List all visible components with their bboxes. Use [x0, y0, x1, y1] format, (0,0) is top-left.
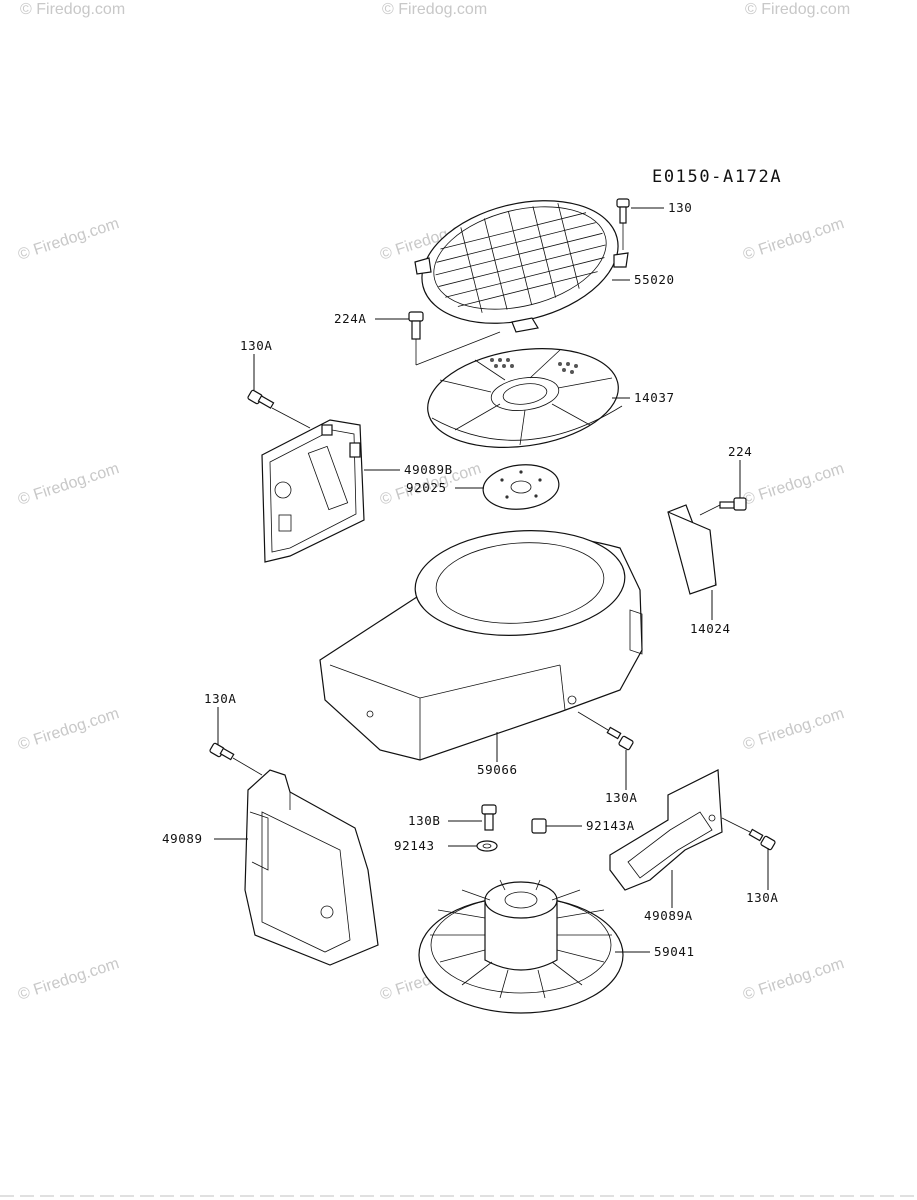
- label-14024: 14024: [690, 621, 731, 636]
- label-49089b: 49089B: [404, 462, 453, 477]
- label-130a-mid: 130A: [605, 790, 638, 805]
- label-130a-right: 130A: [746, 890, 779, 905]
- watermark: © Firedog.com: [741, 460, 846, 509]
- bolt-130a-mid-illustration: [577, 711, 634, 751]
- watermark: © Firedog.com: [20, 1, 125, 18]
- plate-92025-illustration: [482, 464, 560, 510]
- label-224a: 224A: [334, 311, 367, 326]
- watermark: © Firedog.com: [16, 460, 121, 509]
- label-92143a: 92143A: [586, 818, 635, 833]
- label-224: 224: [728, 444, 752, 459]
- label-92025: 92025: [406, 480, 447, 495]
- watermark: © Firedog.com: [16, 705, 121, 754]
- label-130b: 130B: [408, 813, 441, 828]
- bolt-130a-right-illustration: [721, 817, 776, 851]
- cover-49089a-illustration: [609, 769, 723, 891]
- label-55020: 55020: [634, 272, 675, 287]
- label-59066: 59066: [477, 762, 518, 777]
- screen-55020-illustration: [414, 200, 629, 333]
- bolt-130-illustration: [616, 198, 630, 250]
- label-130a-top: 130A: [240, 338, 273, 353]
- watermark: © Firedog.com: [16, 215, 121, 264]
- watermark: © Firedog.com: [745, 1, 850, 18]
- hardware-center-illustration: [476, 804, 547, 852]
- watermark: © Firedog.com: [741, 215, 846, 264]
- part-labels: 130 55020 224A 130A 14037 49089B 92025 2…: [162, 200, 779, 959]
- label-92143: 92143: [394, 838, 435, 853]
- label-49089: 49089: [162, 831, 203, 846]
- label-130a-left: 130A: [204, 691, 237, 706]
- watermark: © Firedog.com: [382, 1, 487, 18]
- watermark: © Firedog.com: [741, 705, 846, 754]
- label-49089a: 49089A: [644, 908, 693, 923]
- watermark: © Firedog.com: [741, 955, 846, 1004]
- label-14037: 14037: [634, 390, 675, 405]
- fan-cover-14037-illustration: [427, 348, 623, 448]
- guide-14024-illustration: [667, 497, 747, 595]
- shroud-49089-illustration: [244, 769, 379, 966]
- bolt-130a-top-illustration: [247, 389, 311, 429]
- bracket-49089b-illustration: [261, 419, 365, 563]
- bolt-130a-left-illustration: [209, 742, 263, 776]
- bolt-224a-illustration: [408, 311, 501, 366]
- watermark: © Firedog.com: [16, 955, 121, 1004]
- diagram-code: E0150-A172A: [652, 167, 782, 187]
- label-130: 130: [668, 200, 692, 215]
- leader-lines: [214, 207, 769, 953]
- flywheel-59041-illustration: [418, 879, 624, 1014]
- housing-59066-illustration: [319, 530, 643, 761]
- label-59041: 59041: [654, 944, 695, 959]
